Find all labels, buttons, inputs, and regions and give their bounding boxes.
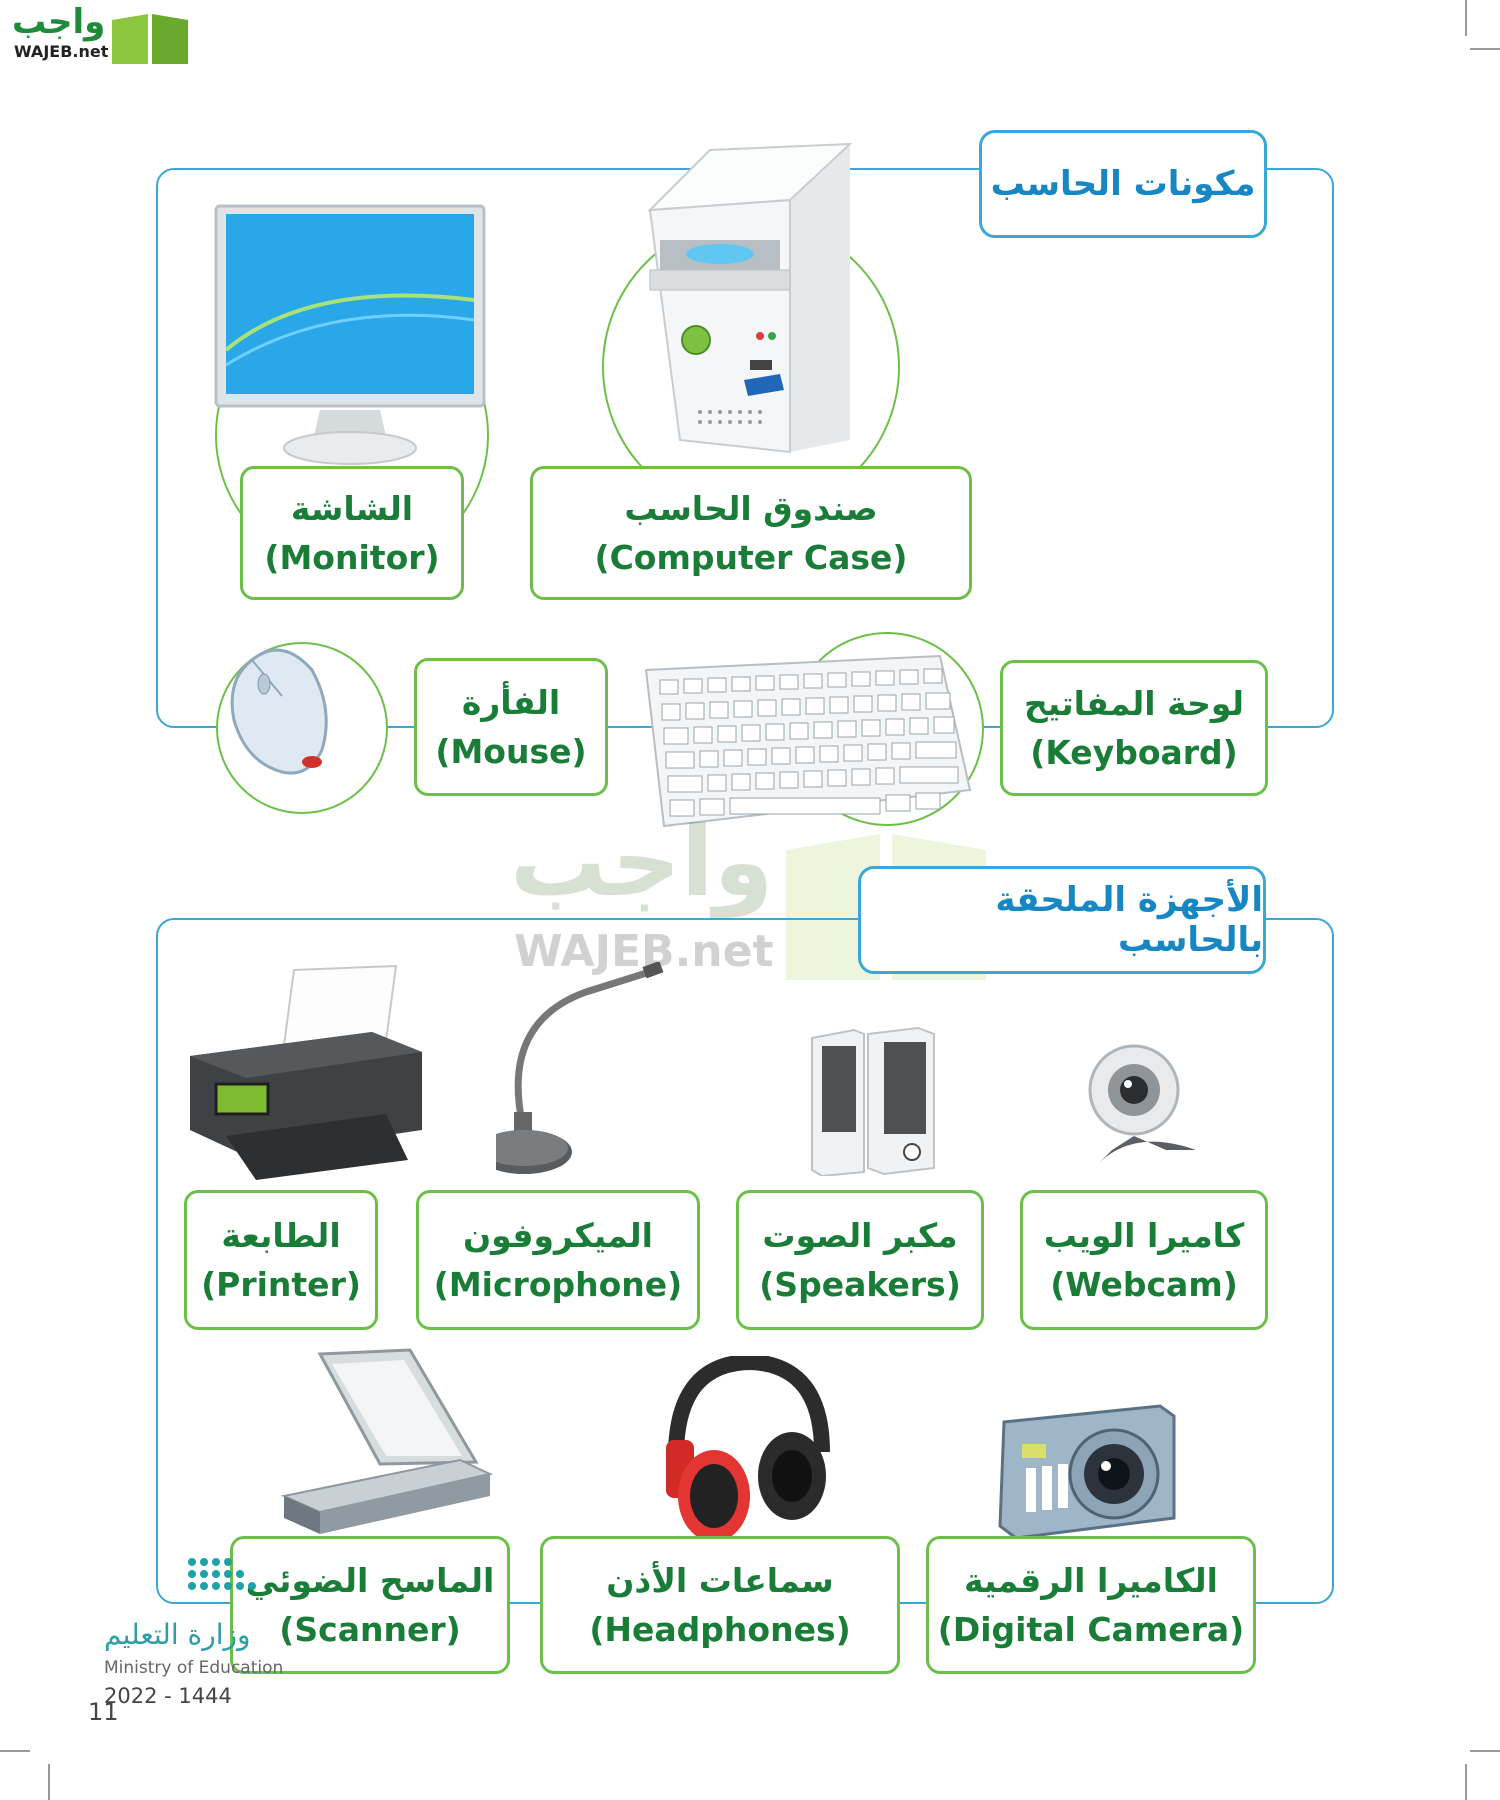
label-webcam-ar: كاميرا الويب [1043,1215,1245,1255]
crop-mark [1470,48,1500,50]
crop-mark [1465,1764,1467,1800]
label-digital-camera-ar: الكاميرا الرقمية [964,1560,1218,1600]
label-microphone-ar: الميكروفون [463,1215,653,1255]
label-headphones-en: (Headphones) [589,1610,851,1649]
label-webcam-en: (Webcam) [1050,1265,1238,1304]
ministry-name-en: Ministry of Education [104,1658,284,1678]
label-scanner-en: (Scanner) [279,1610,461,1649]
label-mouse-en: (Mouse) [435,732,587,771]
components-section-title: مكونات الحاسب [979,130,1267,238]
watermark-arabic: واجب [510,806,774,918]
crop-mark [1470,1750,1500,1752]
label-printer-ar: الطابعة [221,1215,341,1255]
webcam-icon [1088,1044,1196,1164]
crop-mark [1465,0,1467,36]
computer-case-icon [647,142,853,454]
printer-icon [190,964,422,1180]
headphones-icon [666,1356,830,1542]
label-webcam: كاميرا الويب (Webcam) [1020,1190,1268,1330]
crop-mark [0,1750,30,1752]
label-digital-camera-en: (Digital Camera) [937,1610,1245,1649]
label-scanner: الماسح الضوئي (Scanner) [230,1536,510,1674]
components-title-text: مكونات الحاسب [990,164,1256,204]
peripherals-title-text: الأجهزة الملحقة بالحاسب [995,880,1263,960]
edition-year: 2022 - 1444 [104,1684,232,1708]
label-monitor-ar: الشاشة [290,488,414,528]
ministry-logo-icon [188,1558,256,1590]
brand-logo: واجب WAJEB.net [8,2,188,66]
peripherals-section-title: الأجهزة الملحقة بالحاسب [858,866,1266,974]
brand-latin: WAJEB.net [14,42,109,61]
label-headphones-ar: سماعات الأذن [606,1560,834,1600]
page-number: 11 [88,1698,119,1726]
digital-camera-icon [998,1404,1176,1540]
label-keyboard: لوحة المفاتيح (Keyboard) [1000,660,1268,796]
label-mouse: الفأرة (Mouse) [414,658,608,796]
label-computer-case: صندوق الحاسب (Computer Case) [530,466,972,600]
label-printer-en: (Printer) [201,1265,361,1304]
label-computer-case-en: (Computer Case) [594,538,908,577]
monitor-icon [214,204,486,465]
microphone-icon [496,962,664,1174]
label-keyboard-en: (Keyboard) [1030,733,1238,772]
keyboard-icon [644,654,972,828]
book-logo-icon [112,14,188,66]
label-printer: الطابعة (Printer) [184,1190,378,1330]
label-monitor-en: (Monitor) [264,538,440,577]
ministry-name-ar: وزارة التعليم [104,1618,251,1651]
label-computer-case-ar: صندوق الحاسب [624,488,878,528]
brand-arabic: واجب [12,2,106,42]
label-digital-camera: الكاميرا الرقمية (Digital Camera) [926,1536,1256,1674]
label-monitor: الشاشة (Monitor) [240,466,464,600]
label-keyboard-ar: لوحة المفاتيح [1024,683,1244,723]
speakers-icon [811,1026,935,1176]
mouse-icon [230,648,328,775]
label-scanner-ar: الماسح الضوئي [245,1560,495,1600]
label-headphones: سماعات الأذن (Headphones) [540,1536,900,1674]
label-mouse-ar: الفأرة [461,682,561,722]
label-speakers-en: (Speakers) [759,1265,961,1304]
label-microphone: الميكروفون (Microphone) [416,1190,700,1330]
crop-mark [48,1764,50,1800]
label-microphone-en: (Microphone) [433,1265,683,1304]
label-speakers: مكبر الصوت (Speakers) [736,1190,984,1330]
watermark: واجب WAJEB.net [500,806,1000,996]
label-speakers-ar: مكبر الصوت [762,1215,958,1255]
scanner-icon [280,1348,494,1534]
